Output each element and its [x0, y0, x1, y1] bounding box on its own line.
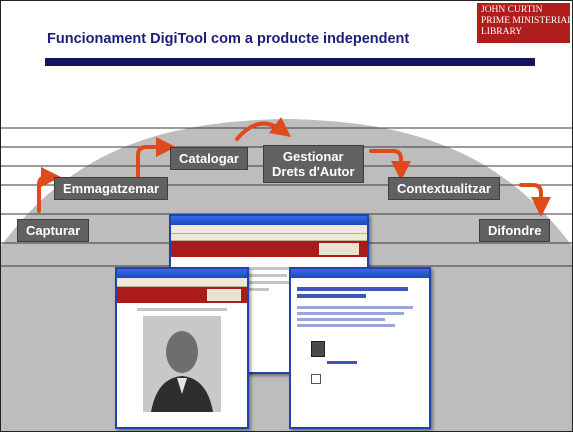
step-emmagatzemar: Emmagatzemar [54, 177, 169, 200]
arrow-capturar-to-emmagatzemar [37, 167, 61, 213]
arrow-catalogar-to-gestionar [235, 117, 292, 141]
dialog-heading-line [297, 287, 408, 291]
portrait-caption-line [137, 308, 227, 311]
dialog-body [291, 278, 429, 390]
record-page-banner [171, 241, 367, 257]
step-gestionar-label-1: Gestionar [282, 149, 344, 164]
step-capturar: Capturar [17, 219, 90, 242]
arrow-gestionar-to-contextualitzar [369, 149, 411, 181]
workflow-stage: Capturar Emmagatzemar Catalogar Gestiona… [1, 111, 572, 431]
step-gestionar: Gestionar Drets d'Autor [263, 145, 364, 183]
portrait-person-icon [143, 316, 221, 412]
title-underline-bar [45, 58, 535, 66]
dialog-file-icon [311, 341, 325, 357]
record-text-line [179, 267, 323, 270]
dialog-window-titlebar [291, 269, 429, 278]
record-window-titlebar [171, 216, 367, 225]
step-emmagatzemar-label: Emmagatzemar [63, 181, 160, 196]
dialog-screenshot [289, 267, 431, 429]
portrait-window-titlebar [117, 269, 247, 278]
step-catalogar-label: Catalogar [179, 151, 239, 166]
portrait-page-banner [117, 287, 247, 303]
step-difondre: Difondre [479, 219, 551, 242]
dialog-text-line [297, 318, 386, 321]
step-contextualitzar-label: Contextualitzar [397, 181, 491, 196]
logo-line-3: LIBRARY [481, 27, 523, 37]
logo-line-1: JOHN CURTIN [481, 5, 543, 15]
record-banner-logo [319, 243, 359, 255]
step-gestionar-label-2: Drets d'Autor [272, 164, 355, 179]
portrait-banner-logo [207, 289, 241, 301]
dialog-text-line [297, 312, 405, 315]
portrait-page-screenshot [115, 267, 249, 429]
portrait-photo [143, 316, 221, 412]
step-capturar-label: Capturar [26, 223, 81, 238]
arrow-emmagatzemar-to-catalogar [136, 137, 176, 178]
dialog-text-line [297, 306, 413, 309]
dialog-text-line [297, 324, 396, 327]
portrait-window-toolbar [117, 278, 247, 287]
slide-title: Funcionament DigiTool com a producte ind… [47, 31, 410, 47]
arrow-contextualitzar-to-difondre [519, 183, 551, 217]
step-catalogar: Catalogar [170, 147, 248, 170]
step-contextualitzar: Contextualitzar [388, 177, 500, 200]
dialog-link-line [327, 361, 357, 364]
record-window-toolbar [171, 225, 367, 234]
step-difondre-label: Difondre [488, 223, 542, 238]
dialog-checkbox [311, 374, 321, 384]
library-logo: JOHN CURTIN PRIME MINISTERIAL LIBRARY [477, 3, 573, 43]
record-window-addressbar [171, 234, 367, 241]
logo-line-2: PRIME MINISTERIAL [481, 16, 573, 26]
dialog-heading-line [297, 294, 367, 298]
